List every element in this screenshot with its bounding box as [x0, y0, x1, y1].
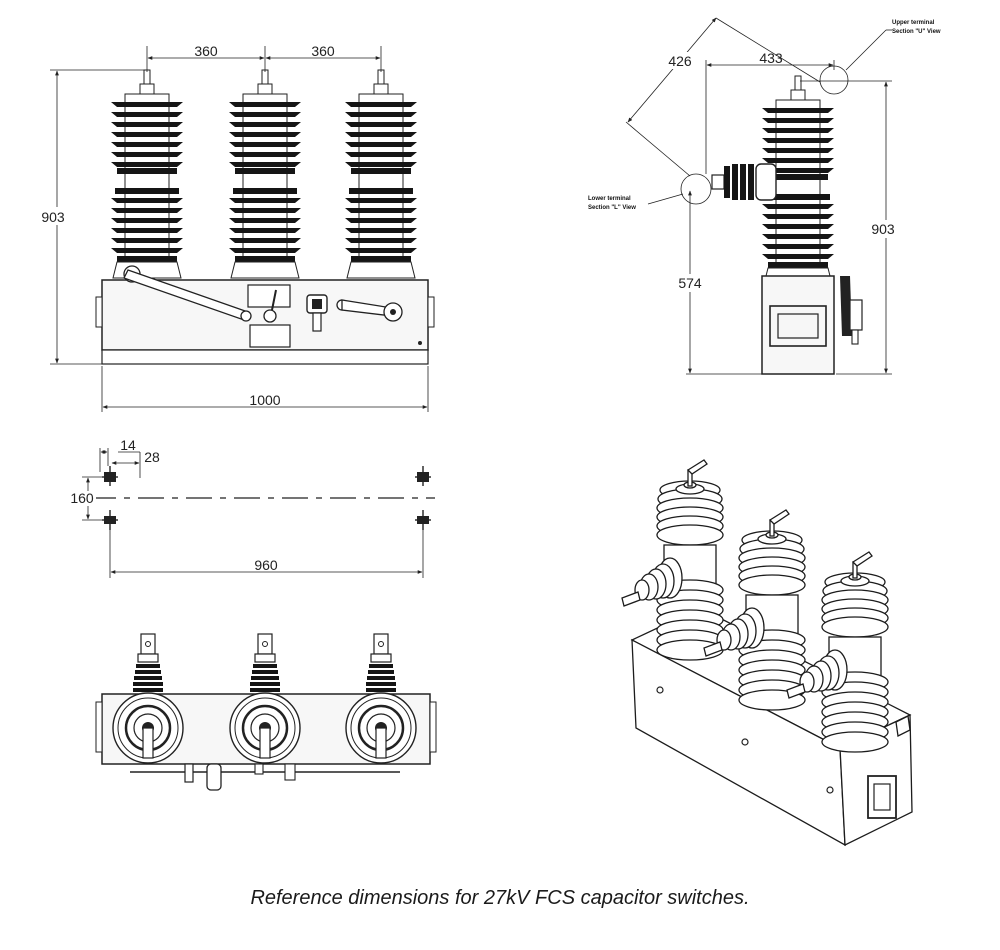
- side-view-housing: [761, 275, 835, 375]
- dim-front-width: 1000: [249, 392, 280, 408]
- dim-side-diagonal: 426: [668, 53, 692, 69]
- dim-offset-28: 28: [144, 449, 160, 465]
- dim-front-height: 903: [41, 209, 65, 225]
- front-view: 360 360 903 1000: [36, 43, 435, 412]
- dim-spacing-left: 360: [194, 43, 218, 59]
- dim-lower-height: 574: [678, 275, 702, 291]
- upper-terminal-label: Upper terminal: [892, 20, 935, 26]
- dim-side-width: 433: [759, 50, 783, 66]
- dim-offset-14: 14: [120, 437, 136, 453]
- upper-terminal-view-label: Section "U" View: [892, 29, 941, 35]
- dim-span: 960: [254, 557, 278, 573]
- side-view: 433 426 903 574 Upper terminal Section "…: [588, 17, 941, 375]
- mounting-view: 14 28 160 960: [68, 437, 435, 578]
- figure-caption: Reference dimensions for 27kV FCS capaci…: [250, 887, 750, 909]
- lower-terminal-label: Lower terminal: [588, 196, 631, 202]
- lower-terminal-view-label: Section "L" View: [588, 205, 636, 211]
- dim-side-height: 903: [871, 221, 895, 237]
- top-view: [95, 633, 437, 791]
- dim-depth: 160: [70, 490, 94, 506]
- isometric-view: [621, 459, 913, 847]
- dim-spacing-right: 360: [311, 43, 335, 59]
